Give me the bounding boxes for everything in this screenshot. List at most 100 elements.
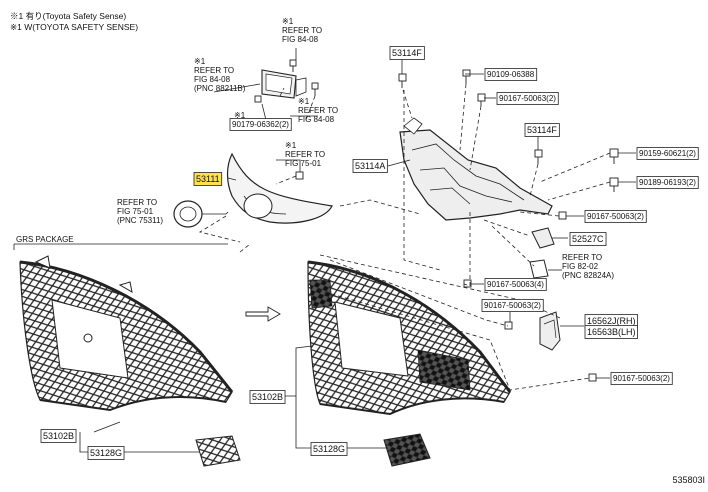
figure-id: 535803I — [672, 475, 705, 485]
callout-box — [610, 372, 673, 385]
callout-box — [40, 429, 77, 443]
ref-note-7: ※1 — [234, 111, 246, 120]
ref-7-line-1: ※1 — [234, 111, 246, 120]
note-line-1: ※1 有り(Toyota Safety Sense) — [10, 11, 127, 21]
callout-box — [481, 299, 544, 312]
highlight-53111 — [193, 172, 223, 186]
grs-package-group: GRS PACKAGE — [13, 235, 228, 250]
ref-6-line-2: FIG 82-02 — [562, 262, 599, 271]
callout-box — [249, 390, 286, 404]
callout-90167-50063-b[interactable]: 90167-50063(2) — [587, 212, 644, 221]
grs-package-label: GRS PACKAGE — [16, 235, 74, 244]
clip-icon — [477, 93, 486, 106]
callout-box — [496, 92, 559, 105]
screw-icon — [609, 177, 619, 192]
ref-6-line-1: REFER TO — [562, 253, 602, 262]
callout-90159-60621[interactable]: 90159-60621(2) — [639, 149, 696, 158]
ref-5-line-3: (PNC 75311) — [117, 216, 163, 225]
grille-left-53102b — [19, 255, 234, 412]
clip-icon — [588, 373, 597, 382]
callout-box — [584, 325, 638, 339]
callout-90167-50063-c[interactable]: 90167-50063(4) — [487, 280, 544, 289]
ref-2-line-3: FIG 84-08 — [194, 75, 231, 84]
callout-box — [352, 159, 388, 173]
ref-3-line-1: ※1 — [298, 97, 310, 106]
callout-53111[interactable]: 53111 — [196, 174, 220, 184]
callout-box — [484, 68, 538, 81]
callout-53128g-left[interactable]: 53128G — [90, 448, 122, 458]
bracket-53114a — [399, 117, 553, 221]
callout-90167-50063-a[interactable]: 90167-50063(2) — [499, 94, 556, 103]
radar-sensor-88211b — [261, 69, 307, 99]
reference-notes: ※1 REFER TO FIG 84-08 ※1 REFER TO FIG 84… — [117, 17, 614, 280]
callout-16562j[interactable]: 16562J(RH) — [587, 316, 636, 326]
callout-box — [636, 176, 699, 189]
clip-icon — [558, 211, 567, 220]
clip-icon — [504, 321, 513, 330]
ref-4-line-2: REFER TO — [285, 150, 325, 159]
callout-53102b-right[interactable]: 53102B — [252, 392, 283, 402]
ref-note-1: ※1 REFER TO FIG 84-08 — [282, 17, 322, 44]
note-line-2: ※1 W(TOYOTA SAFETY SENSE) — [10, 21, 139, 32]
callout-53114f-mid[interactable]: 53114F — [527, 125, 557, 135]
ref-1-line-1: ※1 — [282, 17, 294, 26]
callout-90167-50063-e[interactable]: 90167-50063(2) — [613, 374, 670, 383]
clip-icon — [463, 279, 472, 288]
ref-note-3: ※1 REFER TO FIG 84-08 — [298, 97, 338, 124]
header-notes: ※1 有り(Toyota Safety Sense) ※1 W(TOYOTA S… — [10, 11, 138, 32]
clip-icon — [398, 73, 407, 88]
bolt-icon — [254, 95, 262, 103]
callout-16563b[interactable]: 16563B(LH) — [587, 327, 636, 337]
ref-2-line-4: (PNC 88211B) — [194, 84, 246, 93]
ref-5-line-1: REFER TO — [117, 198, 157, 207]
callout-53114f-top[interactable]: 53114F — [392, 48, 422, 58]
callout-box — [569, 232, 607, 246]
callout-90179-06362[interactable]: 90179-06362(2) — [232, 120, 289, 129]
ref-2-line-1: ※1 — [194, 57, 206, 66]
ref-3-line-3: FIG 84-08 — [298, 115, 335, 124]
grille-right-53102b — [307, 260, 512, 416]
arrow-to-detail — [245, 306, 281, 322]
callout-box — [310, 442, 348, 456]
bolt-icon — [289, 59, 297, 72]
callout-53128g-right[interactable]: 53128G — [313, 444, 345, 454]
ref-4-line-1: ※1 — [285, 141, 297, 150]
solid-leaders — [79, 48, 636, 453]
callout-box — [389, 46, 425, 60]
callout-box — [229, 118, 292, 131]
emblem-frame-53111 — [226, 152, 333, 224]
callout-90189-06193[interactable]: 90189-06193(2) — [639, 178, 696, 187]
fasteners — [254, 59, 619, 382]
callout-box — [584, 210, 647, 223]
ref-3-line-2: REFER TO — [298, 106, 338, 115]
bracket-16562j — [539, 311, 561, 351]
callout-labels: 53111 53114F 53114F 53114A 52527C 53102B… — [40, 46, 699, 460]
bezel-right-53128g — [383, 433, 431, 467]
bolt-icon — [462, 69, 471, 84]
bracket-82824a — [529, 259, 549, 279]
callout-box — [484, 278, 547, 291]
emblem-75311 — [173, 200, 229, 228]
clip-icon — [295, 171, 304, 180]
ref-1-line-2: REFER TO — [282, 26, 322, 35]
clip-icon — [534, 149, 543, 164]
ref-1-line-3: FIG 84-08 — [282, 35, 319, 44]
callout-53102b-left[interactable]: 53102B — [43, 431, 74, 441]
ref-5-line-2: FIG 75-01 — [117, 207, 154, 216]
bezel-left-53128g — [195, 435, 241, 467]
callout-53114a[interactable]: 53114A — [355, 161, 385, 171]
callout-box — [87, 446, 125, 460]
callout-box — [636, 147, 699, 160]
ref-4-line-3: FIG 75-01 — [285, 159, 322, 168]
callout-52527c[interactable]: 52527C — [572, 234, 604, 244]
ref-2-line-2: REFER TO — [194, 66, 234, 75]
callout-90109-06388[interactable]: 90109-06388 — [487, 70, 535, 79]
ref-note-4: ※1 REFER TO FIG 75-01 — [285, 141, 325, 168]
callout-box — [524, 123, 560, 137]
ref-note-5: REFER TO FIG 75-01 (PNC 75311) — [117, 198, 163, 225]
ref-6-line-3: (PNC 82824A) — [562, 271, 614, 280]
screw-icon — [609, 148, 619, 164]
callout-90167-50063-d[interactable]: 90167-50063(2) — [484, 301, 541, 310]
